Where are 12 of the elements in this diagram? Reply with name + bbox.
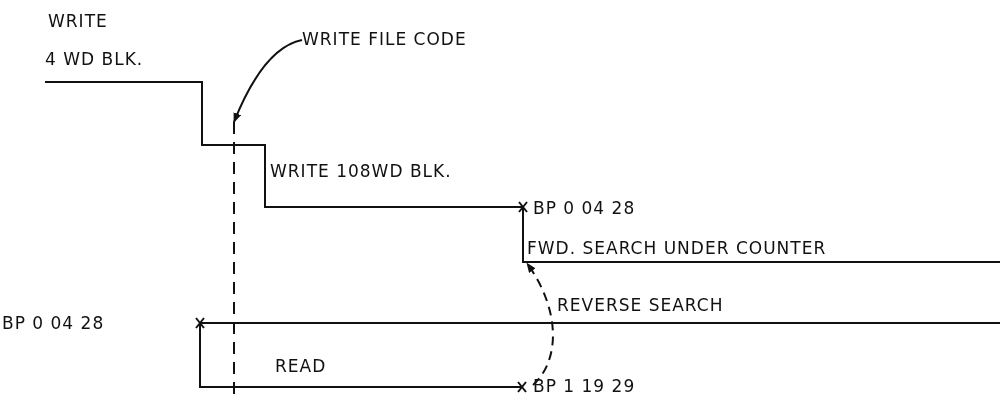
annotation-text: BP 0 04 28 (2, 312, 105, 334)
annotation-text: WRITE FILE CODE (302, 28, 467, 50)
annotation-text: REVERSE SEARCH (557, 294, 724, 316)
annotation-text: WRITE 108WD BLK. (270, 160, 452, 182)
annotation-text: BP 0 04 28 (533, 197, 636, 219)
annotation-text: BP 1 19 29 (533, 375, 636, 397)
annotation-text: WRITE (48, 10, 108, 32)
dashed-arrow (526, 262, 554, 386)
annotation-text: 4 WD BLK. (45, 48, 144, 70)
annotation-text: FWD. SEARCH UNDER COUNTER (527, 237, 827, 259)
annotation-text: READ (275, 355, 327, 377)
leader-arrow (233, 39, 303, 123)
